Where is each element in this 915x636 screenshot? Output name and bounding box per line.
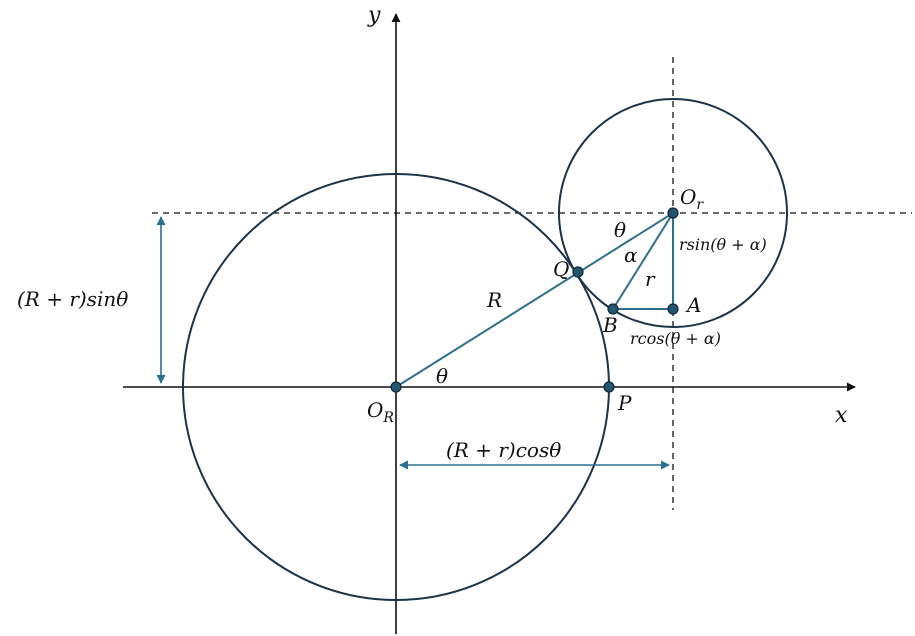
label-Or: Or (680, 185, 704, 213)
label-Q: Q (553, 257, 569, 281)
label-theta-origin: θ (436, 364, 448, 388)
label-height-expression: (R + r)sinθ (17, 287, 128, 311)
center-line-OR-Or (395, 212, 674, 388)
label-alpha: α (624, 243, 638, 267)
point-Q (572, 266, 584, 278)
label-A: A (685, 293, 701, 317)
label-radius-R: R (486, 288, 502, 312)
radius-r-line (612, 212, 674, 310)
label-B: B (602, 313, 618, 337)
label-P: P (617, 391, 632, 415)
label-radius-r: r (645, 267, 656, 291)
x-axis-label: x (835, 403, 848, 428)
label-OR: OR (367, 398, 394, 426)
point-B (607, 303, 619, 315)
point-Or (667, 207, 679, 219)
point-P (603, 381, 615, 393)
rolling-circle (558, 98, 788, 328)
label-rcos: rcos(θ + α) (630, 329, 721, 348)
y-axis-label: y (367, 3, 381, 28)
label-width-expression: (R + r)cosθ (446, 438, 561, 462)
point-A (667, 303, 679, 315)
point-OR (390, 381, 402, 393)
label-rsin: rsin(θ + α) (679, 235, 767, 254)
label-theta-center: θ (614, 218, 626, 242)
